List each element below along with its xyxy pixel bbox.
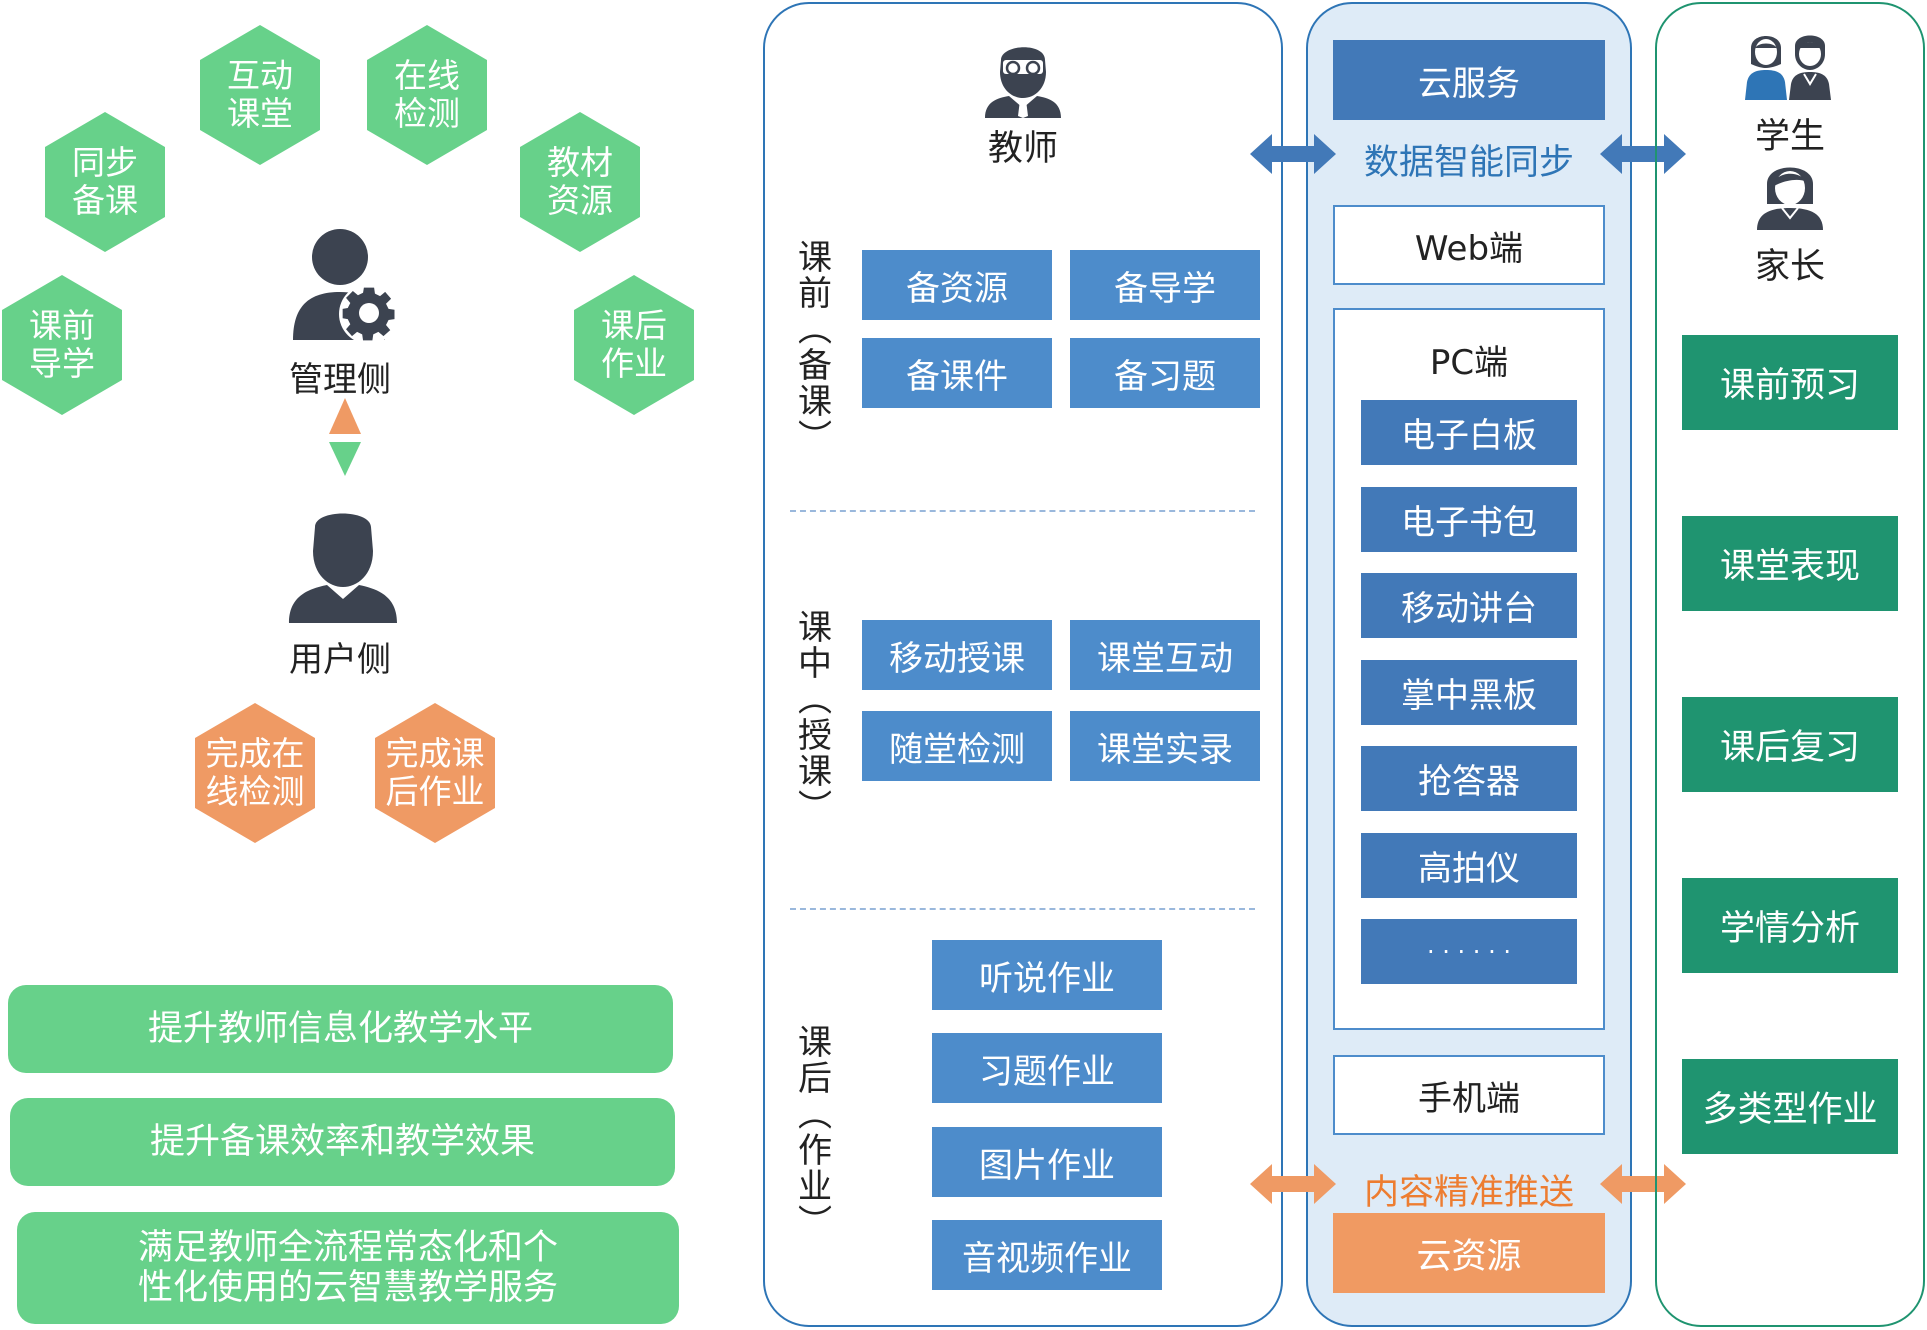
phase-preclass-label: 课 前 ︵ 备 课 ︶ <box>798 238 832 458</box>
btn-in-class-test[interactable]: 随堂检测 <box>862 711 1052 781</box>
content-push-label: 内容精准推送 <box>1363 1173 1574 1213</box>
sync-right-arrow-icon <box>1600 134 1686 174</box>
teacher-icon <box>985 47 1061 118</box>
btn-exercise-homework[interactable]: 习题作业 <box>932 1033 1162 1103</box>
parent-label: 家长 <box>1754 247 1825 287</box>
pc-item-mobile-podium[interactable]: 移动讲台 <box>1361 573 1577 638</box>
divider <box>790 908 1255 910</box>
pc-item-handheld-blackboard[interactable]: 掌中黑板 <box>1361 660 1577 725</box>
hex-preclass-guide: 课前 导学 <box>2 275 122 415</box>
data-sync-label: 数据智能同步 <box>1363 143 1574 183</box>
pc-item-ebag[interactable]: 电子书包 <box>1361 487 1577 552</box>
cloud-service-box: 云服务 <box>1333 40 1605 120</box>
btn-av-homework[interactable]: 音视频作业 <box>932 1220 1162 1290</box>
btn-class-interaction[interactable]: 课堂互动 <box>1070 620 1260 690</box>
btn-review[interactable]: 课后复习 <box>1682 697 1898 792</box>
cloud-resource-box: 云资源 <box>1333 1213 1605 1293</box>
web-client-box: Web端 <box>1333 205 1605 285</box>
phase-afterclass-label: 课 后 ︵ 作 业 ︶ <box>798 1023 832 1243</box>
students-icon <box>1745 35 1831 100</box>
btn-class-performance[interactable]: 课堂表现 <box>1682 516 1898 611</box>
teacher-label: 教师 <box>987 129 1058 169</box>
mobile-client-box: 手机端 <box>1333 1055 1605 1135</box>
hex-online-test: 在线 检测 <box>367 25 487 165</box>
pc-item-responder[interactable]: 抢答器 <box>1361 746 1577 811</box>
parent-icon <box>1757 167 1823 230</box>
pc-item-document-camera[interactable]: 高拍仪 <box>1361 833 1577 898</box>
btn-preview[interactable]: 课前预习 <box>1682 335 1898 430</box>
btn-mobile-teaching[interactable]: 移动授课 <box>862 620 1052 690</box>
user-icon <box>289 513 397 623</box>
user-side-label: 用户侧 <box>289 640 391 680</box>
hex-textbook-resources: 教材 资源 <box>520 112 640 252</box>
student-label: 学生 <box>1754 117 1825 157</box>
hex-interactive-class: 互动 课堂 <box>200 25 320 165</box>
teacher-panel <box>763 2 1283 1327</box>
push-right-arrow-icon <box>1600 1164 1686 1204</box>
sync-left-arrow-icon <box>1250 134 1336 174</box>
btn-prep-courseware[interactable]: 备课件 <box>862 338 1052 408</box>
manager-side-label: 管理侧 <box>289 360 391 400</box>
pc-client-label: PC端 <box>1429 343 1509 383</box>
manager-icon <box>293 229 399 344</box>
up-down-arrow-icon <box>329 398 361 476</box>
hex-homework: 课后 作业 <box>574 275 694 415</box>
student-panel <box>1655 2 1925 1327</box>
goal-teacher-it-level: 提升教师信息化教学水平 <box>8 985 673 1073</box>
btn-prep-guide[interactable]: 备导学 <box>1070 250 1260 320</box>
hex-complete-homework: 完成课 后作业 <box>375 703 495 843</box>
hex-sync-prep: 同步 备课 <box>45 112 165 252</box>
btn-image-homework[interactable]: 图片作业 <box>932 1127 1162 1197</box>
divider <box>790 510 1255 512</box>
btn-listening-speaking-homework[interactable]: 听说作业 <box>932 940 1162 1010</box>
push-left-arrow-icon <box>1250 1164 1336 1204</box>
btn-prep-exercises[interactable]: 备习题 <box>1070 338 1260 408</box>
phase-inclass-label: 课 中 ︵ 授 课 ︶ <box>798 608 832 828</box>
pc-item-whiteboard[interactable]: 电子白板 <box>1361 400 1577 465</box>
btn-multi-homework[interactable]: 多类型作业 <box>1682 1059 1898 1154</box>
btn-class-recording[interactable]: 课堂实录 <box>1070 711 1260 781</box>
btn-learning-analysis[interactable]: 学情分析 <box>1682 878 1898 973</box>
pc-item-more[interactable]: · · · · · · <box>1361 919 1577 984</box>
goal-cloud-service: 满足教师全流程常态化和个 性化使用的云智慧教学服务 <box>17 1212 679 1324</box>
goal-efficiency: 提升备课效率和教学效果 <box>10 1098 675 1186</box>
btn-prep-resources[interactable]: 备资源 <box>862 250 1052 320</box>
hex-complete-online-test: 完成在 线检测 <box>195 703 315 843</box>
